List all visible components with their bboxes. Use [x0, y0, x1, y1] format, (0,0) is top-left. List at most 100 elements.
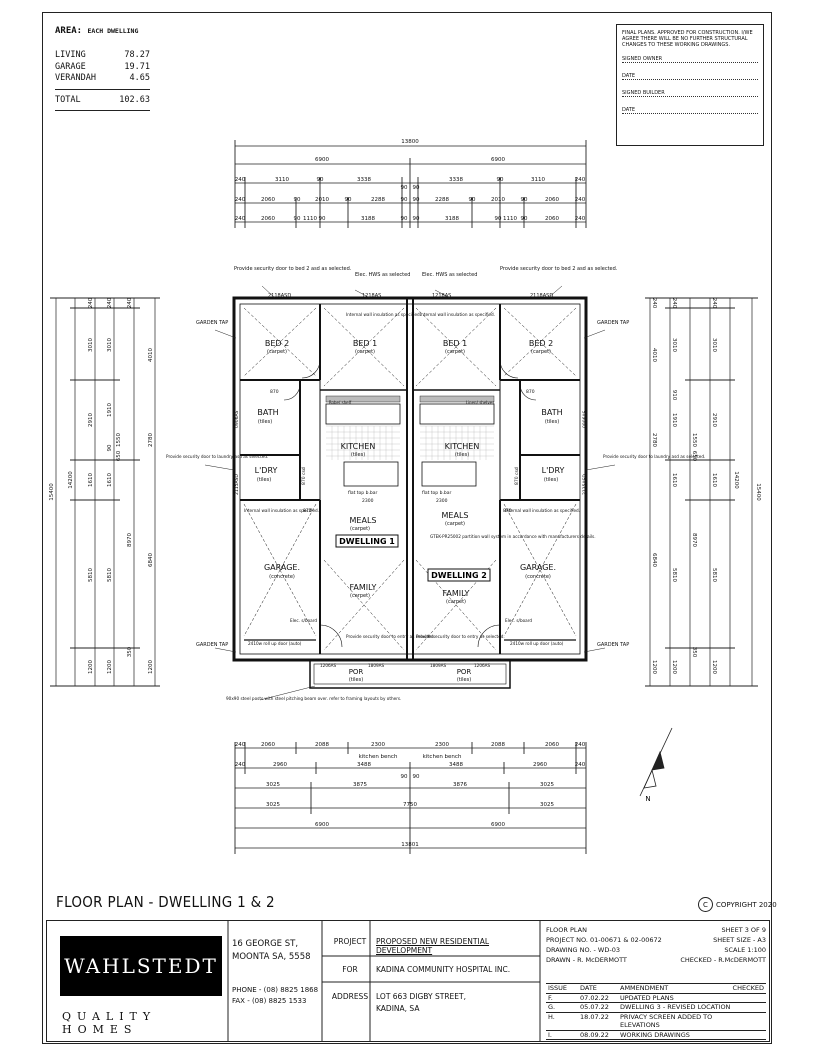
dim-label: 3876 — [453, 782, 467, 788]
dim-label: 240 — [235, 762, 246, 768]
note-flat-top: flat top b.bar — [422, 490, 451, 496]
dim-label: 240 — [575, 762, 586, 768]
dim-label: 350 — [691, 647, 697, 658]
room-label: POR — [457, 668, 472, 676]
address-line: 16 GEORGE ST, — [232, 939, 299, 949]
dim-label: 90 — [469, 197, 476, 203]
company-logo: WAHLSTEDT — [60, 936, 222, 996]
dim-label: 2910 — [88, 413, 94, 427]
note-window: 1206AS — [474, 663, 491, 668]
dwelling-2-label: DWELLING 2 — [431, 571, 487, 580]
note-security-entry: Provide security door to entry as select… — [416, 634, 505, 639]
note-security-bed2: Provide security door to bed 2 asd as se… — [234, 266, 352, 272]
dim-label: 1110 — [303, 216, 317, 222]
dim-label: 3025 — [266, 782, 280, 788]
dim-label: 14200 — [733, 471, 739, 489]
project-info: PROJECT PROPOSED NEW RESIDENTIAL DEVELOP… — [322, 925, 538, 1037]
dim-label: 1610 — [88, 473, 94, 487]
note-window: 0906AS — [234, 410, 240, 428]
room-label: KITCHEN — [445, 442, 480, 451]
dim-label: 240 — [575, 177, 586, 183]
dim-label: 6900 — [491, 157, 505, 163]
room-finish: (tiles) — [545, 419, 559, 425]
dim-label: 2780 — [651, 433, 657, 447]
dim-label: 2288 — [435, 197, 449, 203]
dim-label: 2010 — [315, 197, 329, 203]
drawing-title: FLOOR PLAN - DWELLING 1 & 2 — [56, 893, 275, 911]
area-heading: AREA: — [55, 26, 83, 36]
dim-label: 8970 — [127, 533, 133, 547]
note-elec-board: Elec. s/board — [290, 618, 317, 623]
note-elec-hws: Elec. HWS as selected — [355, 272, 410, 278]
dim-label: 3338 — [449, 177, 463, 183]
dim-label: 6840 — [651, 553, 657, 567]
dim-label: 90 — [294, 197, 301, 203]
dim-label: 90 — [345, 197, 352, 203]
for-value: KADINA COMMUNITY HOSPITAL INC. — [376, 965, 511, 974]
room-label: FAMILY — [443, 589, 470, 598]
dim-label: 1200 — [148, 660, 154, 674]
dim-label: 2288 — [371, 197, 385, 203]
dim-label: 1200 — [671, 660, 677, 674]
dim-label: 5810 — [711, 568, 717, 582]
dim-label: 90 — [319, 216, 326, 222]
dim-label: 4010 — [651, 348, 657, 362]
room-finish: (tiles) — [258, 419, 272, 425]
dim-label: 2060 — [545, 742, 559, 748]
note-window: 1206AS — [320, 663, 337, 668]
area-heading-sub: EACH DWELLING — [87, 27, 139, 35]
room-label: POR — [349, 668, 364, 676]
dim-label: 2910 — [711, 413, 717, 427]
room-label: BATH — [257, 408, 278, 417]
dim-label: 5810 — [107, 568, 113, 582]
dim-label: 2088 — [491, 742, 505, 748]
dim-label: 3025 — [540, 782, 554, 788]
dim-label: 3025 — [540, 802, 554, 808]
note-insulation: Internal wall insulation as specified. — [244, 508, 319, 513]
dim-label: 2060 — [261, 742, 275, 748]
note-insulation: Internal wall insulation as specified. — [420, 312, 495, 317]
dim-label: 3338 — [357, 177, 371, 183]
date-line: DATE — [622, 73, 758, 80]
copyright-mark: C — [698, 897, 713, 912]
room-finish: (carpet) — [445, 349, 465, 355]
dim-label: 3188 — [361, 216, 375, 222]
room-label: Robe/ shelf — [329, 400, 352, 405]
dwelling-1-box — [335, 534, 399, 548]
dim-label: 1910 — [107, 403, 113, 417]
note-window: 1809AS — [368, 663, 385, 668]
room-label: Linen/ shelves — [466, 400, 495, 405]
dwelling-1-label: DWELLING 1 — [339, 537, 395, 546]
project-label: PROJECT — [333, 937, 367, 946]
dwelling-2-box — [427, 568, 491, 582]
room-finish: (concrete) — [269, 574, 295, 580]
note-security-bed2: Provide security door to bed 2 asd as se… — [500, 266, 618, 272]
room-label: MEALS — [442, 511, 469, 520]
approval-text: FINAL PLANS. APPROVED FOR CONSTRUCTION. … — [622, 30, 753, 48]
note-door: 870 — [526, 389, 535, 395]
room-finish: (tiles) — [349, 677, 363, 683]
dim-label: 6900 — [315, 157, 329, 163]
room-finish: (carpet) — [531, 349, 551, 355]
note-window: 2118ASD — [530, 293, 553, 299]
drawing-number: DRAWING NO. - WD-03 — [546, 946, 620, 954]
dim-label: 2960 — [533, 762, 547, 768]
room-label: BED 2 — [529, 339, 553, 348]
dim-label: 3025 — [266, 802, 280, 808]
note-flat-top-dim: 2300 — [362, 498, 374, 504]
dim-label: 8970 — [691, 533, 697, 547]
dim-label: 240 — [575, 216, 586, 222]
dim-label: 15400 — [755, 483, 761, 501]
dim-label: 2060 — [545, 216, 559, 222]
copyright: C COPYRIGHT 2020 — [698, 897, 777, 912]
dim-label: 240 — [711, 298, 717, 309]
note-window: 1809AS — [430, 663, 447, 668]
note-door: 870 — [503, 508, 512, 514]
scale: SCALE 1:100 — [724, 946, 766, 954]
dim-label: 1910 — [671, 413, 677, 427]
dim-label: 90 — [317, 177, 324, 183]
dim-label: 240 — [127, 297, 133, 308]
